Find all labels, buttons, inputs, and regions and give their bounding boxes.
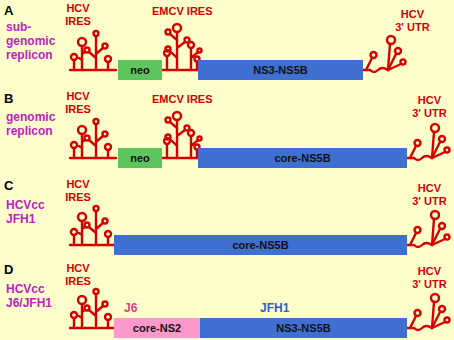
region-label: core-NS5B (274, 152, 330, 164)
element-label: HCV 3' UTR (412, 265, 447, 291)
row-letter: A (4, 3, 13, 18)
region-label: neo (130, 64, 150, 76)
element-label: HCV IRES (60, 2, 96, 28)
strain-label: J6 (124, 301, 137, 315)
region-label: core-NS5B (232, 239, 288, 251)
element-label: HCV 3' UTR (395, 8, 430, 34)
element-label: HCV IRES (60, 178, 96, 204)
hcv-ires-structure (70, 31, 116, 70)
coding-region-box: core-NS5B (198, 148, 407, 168)
construct-name: HCVcc J6/JFH1 (6, 282, 64, 310)
element-label: EMCV IRES (152, 5, 213, 18)
region-label: NS3-NS5B (276, 322, 330, 334)
row-letter: B (4, 91, 13, 106)
region-label: NS3-NS5B (253, 64, 307, 76)
construct-name: sub-genomic replicon (6, 20, 64, 62)
hcv-ires-structure (70, 289, 116, 328)
row-letter: C (4, 178, 13, 193)
region-label: core-NS2 (133, 322, 181, 334)
hcv-ires-structure (70, 206, 116, 245)
element-label: HCV IRES (60, 90, 96, 116)
coding-region-box: J6core-NS2 (114, 318, 200, 338)
element-label: HCV IRES (60, 262, 96, 288)
coding-region-box: NS3-NS5B (198, 60, 363, 80)
utr-structure (406, 211, 450, 247)
construct-name: HCVcc JFH1 (6, 198, 64, 226)
utr-structure (406, 124, 450, 160)
emcv-ires-structure (161, 24, 202, 70)
coding-region-box: JFH1NS3-NS5B (200, 318, 407, 338)
element-label: HCV 3' UTR (412, 94, 447, 120)
construct-name: genomic replicon (6, 110, 64, 138)
marker-gene-box: neo (118, 148, 162, 168)
marker-gene-box: neo (118, 60, 162, 80)
element-label: EMCV IRES (152, 93, 213, 106)
utr-structure (362, 36, 406, 72)
hcv-ires-structure (70, 119, 116, 158)
row-letter: D (4, 262, 13, 277)
region-label: neo (130, 152, 150, 164)
element-label: HCV 3' UTR (412, 182, 447, 208)
utr-structure (406, 294, 450, 330)
strain-label: JFH1 (260, 301, 289, 315)
emcv-ires-structure (161, 112, 202, 158)
coding-region-box: core-NS5B (114, 235, 407, 255)
